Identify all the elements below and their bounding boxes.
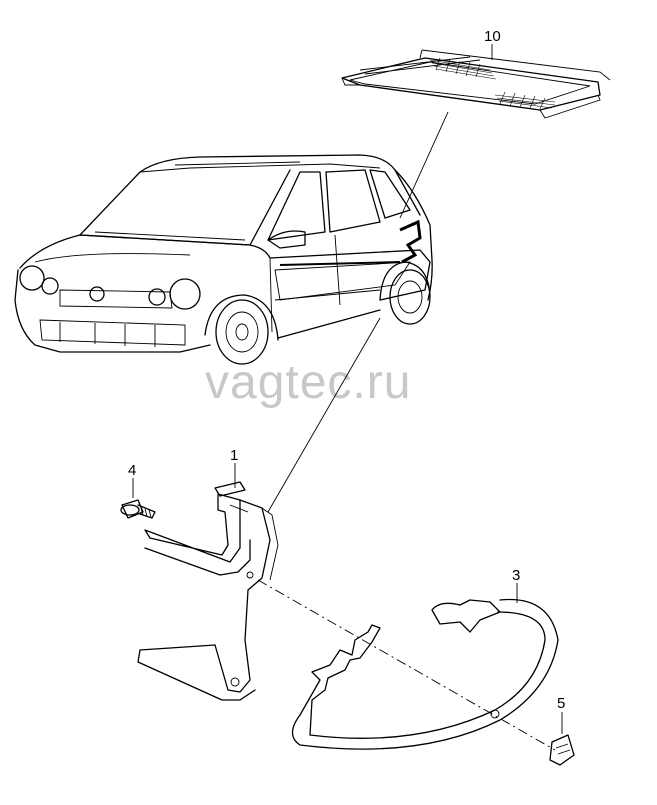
pointer-line-bracket (267, 317, 381, 513)
clip-part-5 (549, 734, 575, 766)
callout-4: 4 (128, 462, 136, 479)
callout-10: 10 (484, 28, 501, 45)
luggage-net-part-10 (341, 49, 611, 119)
callout-5: 5 (557, 695, 565, 712)
callout-1: 1 (230, 447, 238, 464)
pointer-line-net (399, 111, 449, 219)
watermark-text: vagtec.ru (205, 356, 411, 409)
alignment-line (257, 579, 556, 751)
strap-part-3 (291, 598, 559, 750)
screw-part-4 (120, 499, 156, 519)
bracket-part-1 (137, 481, 279, 701)
callout-3: 3 (512, 567, 520, 584)
car-illustration (14, 154, 433, 365)
